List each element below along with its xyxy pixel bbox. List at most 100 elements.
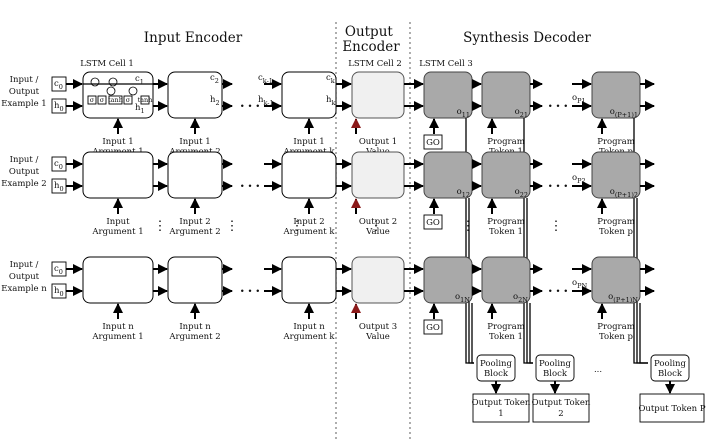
lstm-gate-label: σ [90,96,95,104]
pool-feed-line [529,303,533,364]
go-box [423,319,443,335]
go-label: GO [426,218,440,228]
output-encoder-cell [351,256,405,304]
input-encoder-title: Input Encoder [144,30,243,46]
lstm-cell-2-title: LSTM Cell 2 [348,59,402,69]
op-label: oPN [572,278,587,290]
c0-label: c0 [54,159,63,171]
decoder-lstm-cell [481,256,531,304]
lstm-gate-label: σ [100,96,105,104]
h0-label: h0 [54,181,64,193]
decoder-output-label: o21 [515,107,528,119]
output-encoder-cell [351,71,405,119]
lstm-gate-box [123,95,133,105]
lstm-op-circle [106,86,116,96]
vertical-ellipsis: ⋮ [153,218,167,234]
decoder-output-label: o2N [513,292,528,304]
lstm-gate-box [87,95,97,105]
ellipsis-dots: • • • [548,287,568,297]
c2-label: c2 [210,73,219,85]
ellipsis-dots: • • • [240,182,260,192]
decoder-lstm-cell [481,151,531,199]
output-encoder-title-word2: Encoder [342,39,400,55]
ellipsis-dots: • • • [240,102,260,112]
lstm-gate-box [97,95,107,105]
output-token-box [639,393,705,423]
lstm-gate-box [140,95,150,105]
decoder-lstm-cell [481,71,531,119]
decoder-output-label: o11 [457,107,470,119]
ellipsis-dots: • • • [240,287,260,297]
lstm-gate-box [108,95,123,105]
op-label: oP1 [572,93,586,105]
decoder-lstm-cell [591,256,641,304]
decoder-output-label: o(P+1)1 [610,107,638,119]
lstm-gate-label: tanh [108,96,123,104]
go-box [423,214,443,230]
decoder-lstm-cell [423,71,473,119]
decoder-lstm-cell [423,256,473,304]
output-encoder-title-word1: Output [345,24,394,40]
vertical-ellipsis: ⋮ [225,218,239,234]
encoder-lstm-cell [167,151,223,199]
lstm-op-circle [90,77,100,87]
decoder-output-label: o22 [515,187,528,199]
decoder-output-label: o(P+1)N [608,292,638,304]
c0-label: c0 [54,264,63,276]
h0-label: h0 [54,101,64,113]
lstm-cell-3-title: LSTM Cell 3 [419,59,473,69]
pool-feed-line [471,303,474,364]
encoder-lstm-cell [82,151,154,199]
c0-label: c0 [54,79,63,91]
lstm-op-circle [108,77,118,87]
output-encoder-cell [351,151,405,199]
hk-1-label: hk-1 [258,95,274,107]
vertical-ellipsis: ⋮ [369,218,383,234]
output-token-label: Output Token P [638,404,705,414]
ck-1-label: ck-1 [258,73,273,85]
op-label: oP2 [572,173,586,185]
decoder-lstm-cell [591,151,641,199]
encoder-lstm-cell [167,256,223,304]
pool-feed-line [639,303,648,364]
output-token-box [532,393,590,423]
vertical-ellipsis: ⋮ [290,218,304,234]
ellipsis-dots: • • • [548,102,568,112]
output-token-box [472,393,530,423]
encoder-lstm-cell [281,256,337,304]
lstm-gate-label: tanh [138,96,153,104]
h0-label: h0 [54,286,64,298]
decoder-output-label: o1N [455,292,470,304]
encoder-lstm-cell [82,256,154,304]
c1-label: c1 [135,74,144,86]
lstm-op-circle [128,86,138,96]
go-box [423,134,443,150]
decoder-lstm-cell [591,71,641,119]
h2-label: h2 [210,95,220,107]
ck-label: ck [326,73,335,85]
decoder-lstm-cell [423,151,473,199]
decoder-output-label: o12 [457,187,470,199]
